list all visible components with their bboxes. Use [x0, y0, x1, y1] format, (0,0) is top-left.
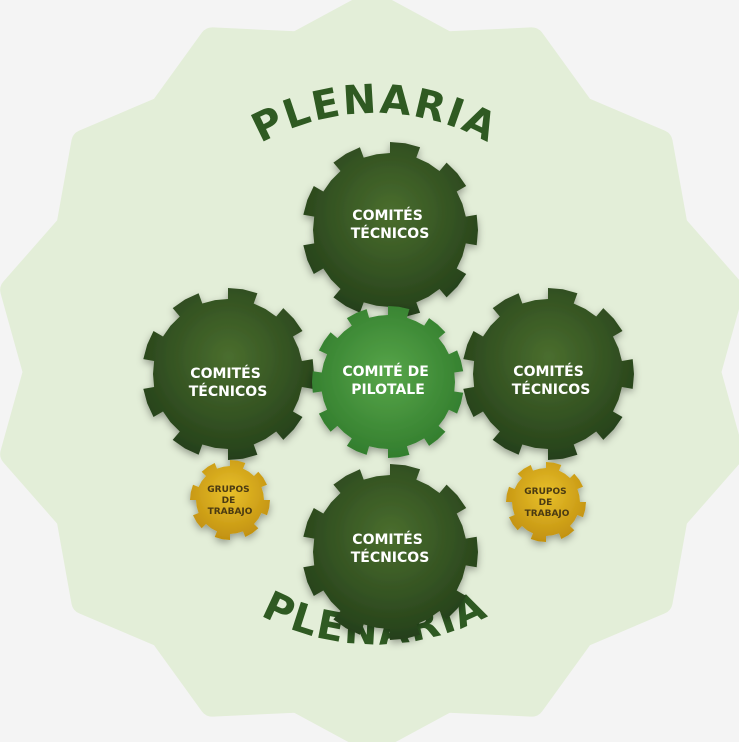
committee-gear-top [303, 142, 478, 318]
work-group-gear-left [190, 460, 270, 540]
work-group-gear-right [506, 462, 586, 542]
work-group-left-label: GRUPOS DE TRABAJO [207, 485, 253, 517]
committee-gear-bottom [303, 464, 478, 640]
committee-right-label: COMITÉS TÉCNICOS [512, 363, 591, 398]
work-group-right-label: GRUPOS DE TRABAJO [524, 487, 570, 519]
center-gear-label: COMITÉ DE PILOTALE [342, 363, 433, 398]
committee-top-label: COMITÉS TÉCNICOS [351, 207, 430, 242]
committee-bottom-label: COMITÉS TÉCNICOS [351, 531, 430, 566]
committee-gear-right [463, 288, 634, 460]
committee-left-label: COMITÉS TÉCNICOS [189, 365, 268, 400]
committee-gear-left [143, 288, 314, 460]
center-gear [312, 306, 464, 458]
